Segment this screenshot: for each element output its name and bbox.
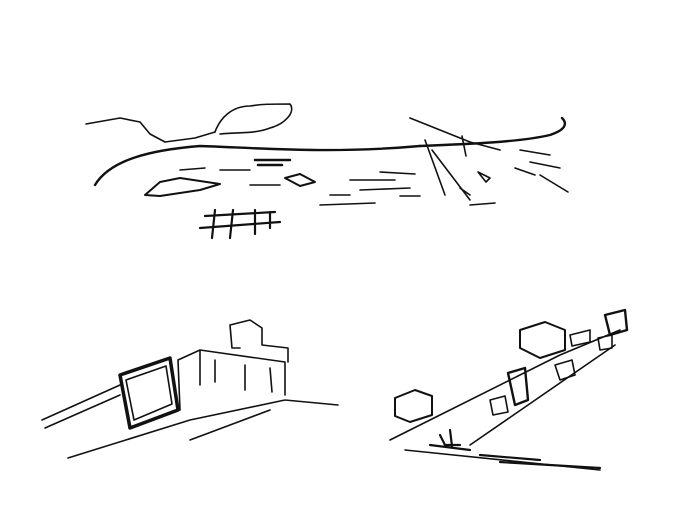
- coastline-panorama-sketch: [85, 103, 569, 240]
- street-blocks-sketch: [389, 308, 629, 471]
- wall-courtyard-sketch: [41, 319, 339, 459]
